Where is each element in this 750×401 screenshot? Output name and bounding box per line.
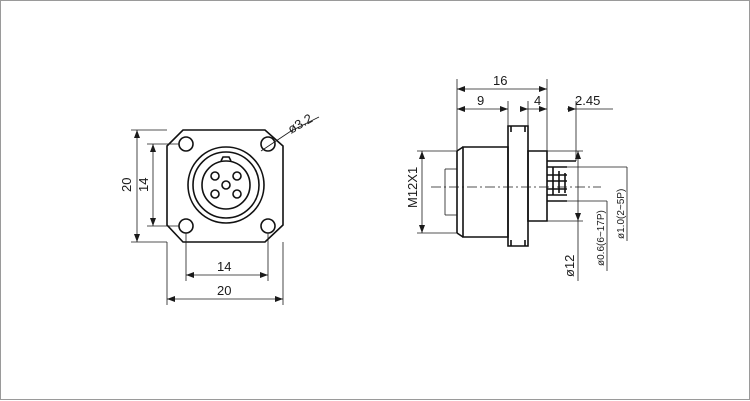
pin-diameter-small-label: ø0.6(6~17P): [596, 210, 607, 266]
pin-protrusion-label: 2.45: [575, 93, 600, 108]
mount-hole-top-right: [260, 136, 276, 152]
rear-body: [527, 150, 548, 222]
height-inner-label: 14: [136, 178, 151, 192]
insert-face: [201, 160, 251, 210]
key-notch: [220, 156, 232, 162]
hole-diameter-label: ø3.2: [285, 111, 315, 137]
width-outer-label: 20: [217, 283, 231, 298]
thread-label: M12X1: [405, 167, 420, 208]
side-view: M12X1 16 9 4 2.45 ø12 ø0.: [405, 73, 628, 281]
pin-4: [232, 189, 242, 199]
flange-outline: [166, 129, 284, 243]
side-flange: [507, 125, 529, 247]
body-diameter-label: ø12: [562, 255, 577, 277]
pin-center: [221, 180, 231, 190]
pin-diameter-large-label: ø1.0(2~5P): [616, 189, 627, 239]
outer-ring: [187, 146, 265, 224]
pin-leads: [547, 160, 576, 202]
mount-hole-bottom-left: [178, 218, 194, 234]
pin-2: [232, 171, 242, 181]
mount-hole-bottom-right: [260, 218, 276, 234]
inner-ring: [192, 151, 260, 219]
pin-1: [210, 171, 220, 181]
width-inner-label: 14: [217, 259, 231, 274]
body-length-label: 9: [477, 93, 484, 108]
flange-to-end-label: 4: [534, 93, 541, 108]
front-view: ø3.2 20 14 14 20: [119, 111, 320, 305]
height-outer-label: 20: [119, 178, 134, 192]
mount-hole-top-left: [178, 136, 194, 152]
pin-3: [210, 189, 220, 199]
threaded-body: [462, 146, 509, 238]
total-length-label: 16: [493, 73, 507, 88]
